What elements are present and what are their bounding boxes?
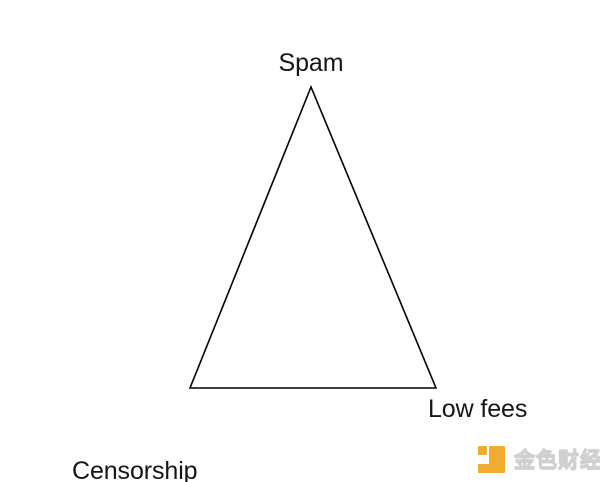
jinse-mark-square	[478, 446, 487, 455]
watermark-text: 金色财经	[514, 447, 600, 472]
vertex-label-spam: Spam	[278, 49, 344, 77]
vertex-label-low-fees: Low fees	[428, 395, 528, 423]
jinse-j-mark-icon	[478, 446, 505, 473]
jinse-mark-foot	[478, 464, 494, 473]
vertex-label-censorship-line1: Censorship	[72, 457, 198, 482]
jinse-mark-notch	[478, 457, 487, 462]
triangle-outline	[188, 84, 438, 389]
vertex-label-censorship-resistance: Censorship resistance	[72, 394, 198, 482]
watermark: 金色财经	[478, 446, 600, 473]
